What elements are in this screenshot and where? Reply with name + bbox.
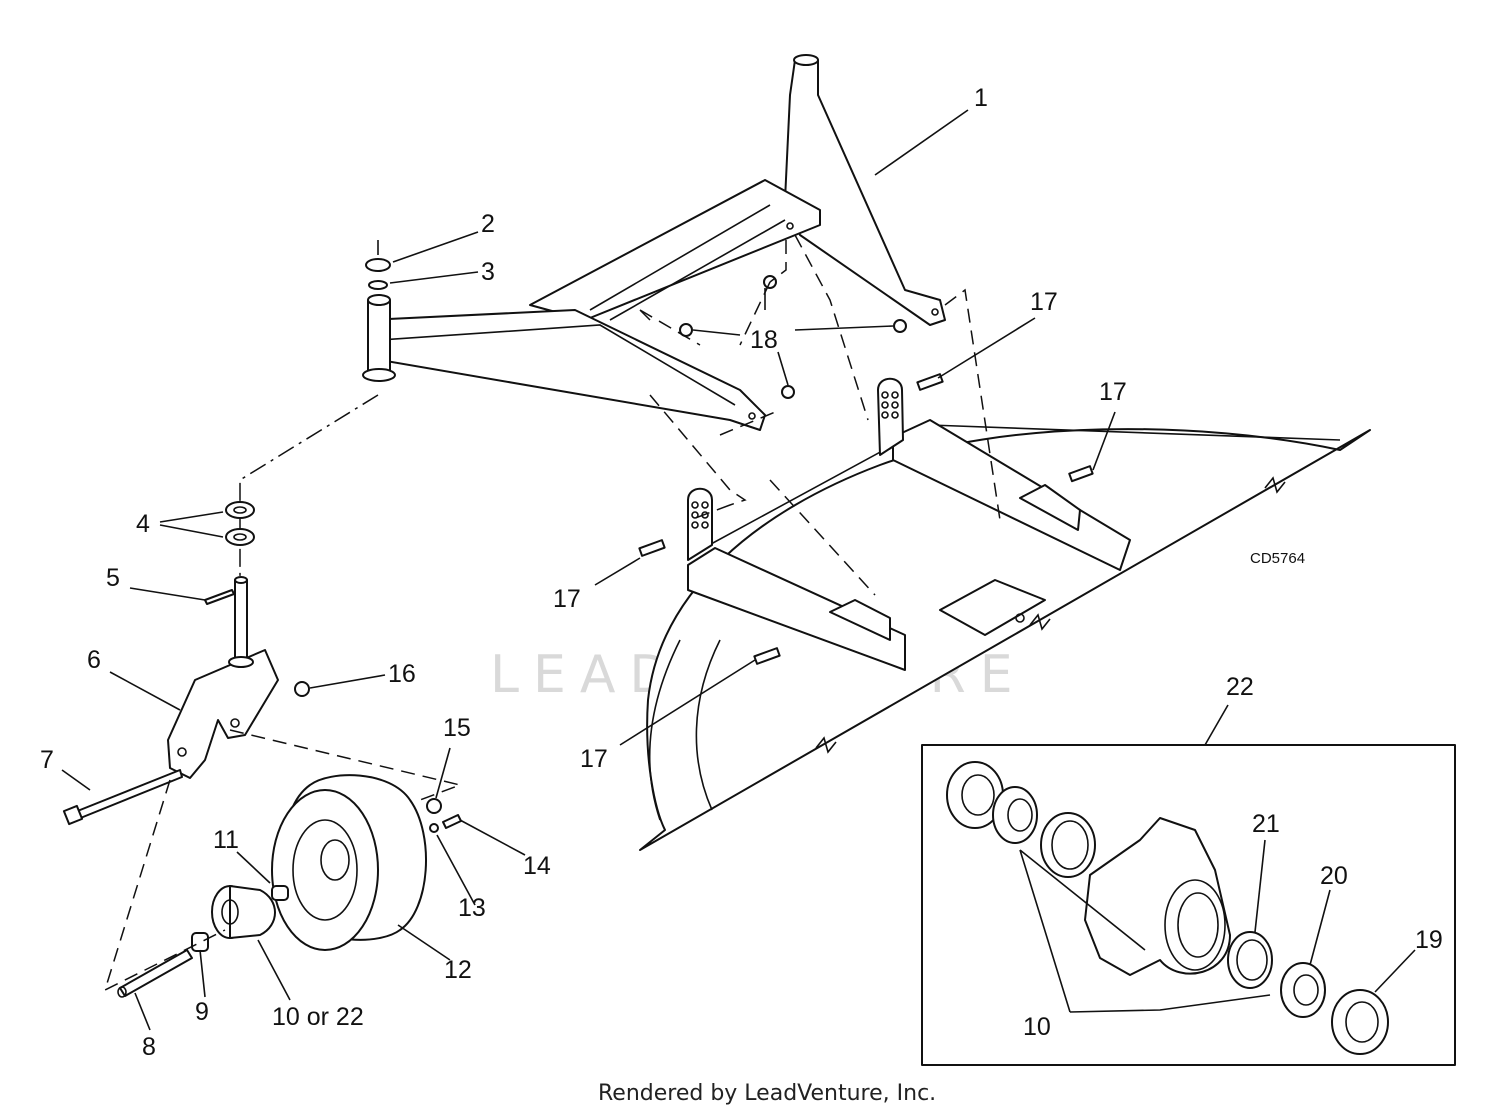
drawing-code: CD5764 <box>1250 550 1305 567</box>
label-19: 19 <box>1415 926 1443 954</box>
hitch-frame <box>362 54 946 431</box>
label-15: 15 <box>443 714 471 742</box>
label-10: 10 <box>1023 1013 1051 1041</box>
label-3: 3 <box>481 258 495 286</box>
assembly-line <box>639 309 747 521</box>
label-17-right: 17 <box>1099 378 1127 406</box>
label-20: 20 <box>1320 862 1348 890</box>
label-17-front: 17 <box>580 745 608 773</box>
hub-detail-box <box>921 744 1456 1066</box>
label-6: 6 <box>87 646 101 674</box>
label-21: 21 <box>1252 810 1280 838</box>
caster-assembly <box>62 501 463 998</box>
label-22: 22 <box>1226 673 1254 701</box>
label-12: 12 <box>444 956 472 984</box>
label-2: 2 <box>481 210 495 238</box>
assembly-line <box>239 394 379 580</box>
label-16: 16 <box>388 660 416 688</box>
label-5: 5 <box>106 564 120 592</box>
label-17-left: 17 <box>553 585 581 613</box>
label-13: 13 <box>458 894 486 922</box>
mower-deck <box>638 373 1371 851</box>
leader-lines <box>61 109 1416 1031</box>
part-labels: 1 2 3 4 5 6 7 8 9 10 or 22 11 12 13 14 1… <box>40 84 1443 1061</box>
label-10-or-22: 10 or 22 <box>272 1003 364 1031</box>
assembly-line <box>794 234 869 421</box>
label-9: 9 <box>195 998 209 1026</box>
label-1: 1 <box>974 84 988 112</box>
label-7: 7 <box>40 746 54 774</box>
assembly-line <box>944 288 1001 521</box>
render-credit: Rendered by LeadVenture, Inc. <box>598 1081 936 1106</box>
label-14: 14 <box>523 852 551 880</box>
label-4: 4 <box>136 510 150 538</box>
label-8: 8 <box>142 1033 156 1061</box>
label-11: 11 <box>213 826 239 854</box>
label-17-rear: 17 <box>1030 288 1058 316</box>
label-18: 18 <box>750 326 778 354</box>
assembly-line <box>719 409 876 596</box>
